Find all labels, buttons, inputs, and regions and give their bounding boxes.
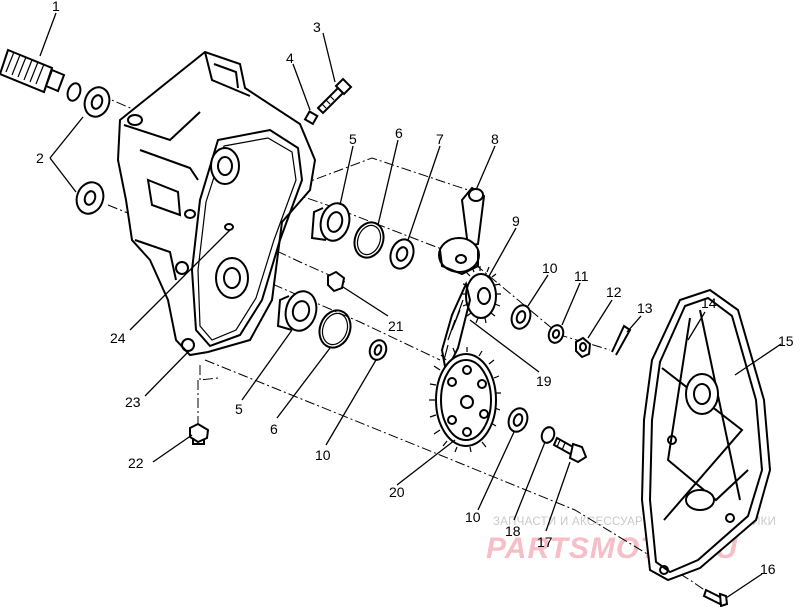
chaincase-cover bbox=[640, 288, 772, 582]
washer-18 bbox=[540, 426, 556, 444]
callout-1: 1 bbox=[52, 0, 60, 14]
screw-4 bbox=[303, 110, 319, 126]
washer-c bbox=[507, 407, 529, 433]
callout-6-lower: 6 bbox=[270, 421, 278, 437]
callout-23: 23 bbox=[125, 394, 141, 410]
drain-plug bbox=[189, 422, 210, 445]
bolt-3 bbox=[316, 77, 353, 115]
callout-3: 3 bbox=[313, 19, 321, 35]
lower-sprocket bbox=[429, 347, 501, 453]
callout-9: 9 bbox=[512, 213, 520, 229]
callout-18: 18 bbox=[505, 523, 521, 539]
washer-b bbox=[368, 339, 388, 361]
callout-16: 16 bbox=[760, 561, 776, 577]
callout-10-upper: 10 bbox=[542, 260, 558, 276]
o-ring-lower bbox=[318, 309, 352, 349]
tensioner-arm bbox=[438, 186, 486, 276]
o-ring-upper bbox=[353, 221, 385, 259]
callout-17: 17 bbox=[537, 534, 553, 550]
callout-labels: 1 2 3 4 5 6 7 8 9 10 11 12 13 14 15 16 1… bbox=[36, 0, 794, 577]
callout-10-bottom: 10 bbox=[465, 509, 481, 525]
bearing-7 bbox=[389, 238, 415, 270]
nut-21 bbox=[327, 270, 346, 293]
seal-upper bbox=[83, 86, 111, 118]
callout-15: 15 bbox=[778, 333, 794, 349]
callout-24: 24 bbox=[110, 330, 126, 346]
callout-6-upper: 6 bbox=[395, 125, 403, 141]
callout-5-upper: 5 bbox=[349, 131, 357, 147]
callout-4: 4 bbox=[286, 50, 294, 66]
callout-12: 12 bbox=[606, 284, 622, 300]
callout-22: 22 bbox=[128, 455, 144, 471]
cotter-pin bbox=[611, 324, 632, 356]
bearing-upper bbox=[310, 202, 351, 242]
washer-a bbox=[510, 304, 532, 330]
seal-lower bbox=[75, 181, 105, 215]
upper-sprocket bbox=[462, 266, 501, 324]
nut-12 bbox=[575, 336, 592, 359]
callout-13: 13 bbox=[637, 300, 653, 316]
bearing-lower bbox=[276, 290, 318, 332]
callout-5-lower: 5 bbox=[235, 401, 243, 417]
callout-20: 20 bbox=[389, 484, 405, 500]
input-shaft bbox=[0, 48, 82, 102]
callout-19: 19 bbox=[536, 373, 552, 389]
callout-11: 11 bbox=[574, 268, 589, 284]
callout-21: 21 bbox=[388, 318, 404, 334]
drive-chain bbox=[440, 280, 472, 376]
bolt-16 bbox=[702, 588, 729, 607]
callout-2: 2 bbox=[36, 150, 44, 166]
callout-14: 14 bbox=[701, 295, 717, 311]
bolt-17 bbox=[552, 436, 588, 464]
washer-11 bbox=[547, 324, 565, 344]
chaincase-housing bbox=[116, 50, 317, 357]
callout-7: 7 bbox=[436, 131, 444, 147]
callout-8: 8 bbox=[491, 131, 499, 147]
callout-10-lower: 10 bbox=[315, 447, 331, 463]
leader-lines bbox=[39, 12, 782, 599]
